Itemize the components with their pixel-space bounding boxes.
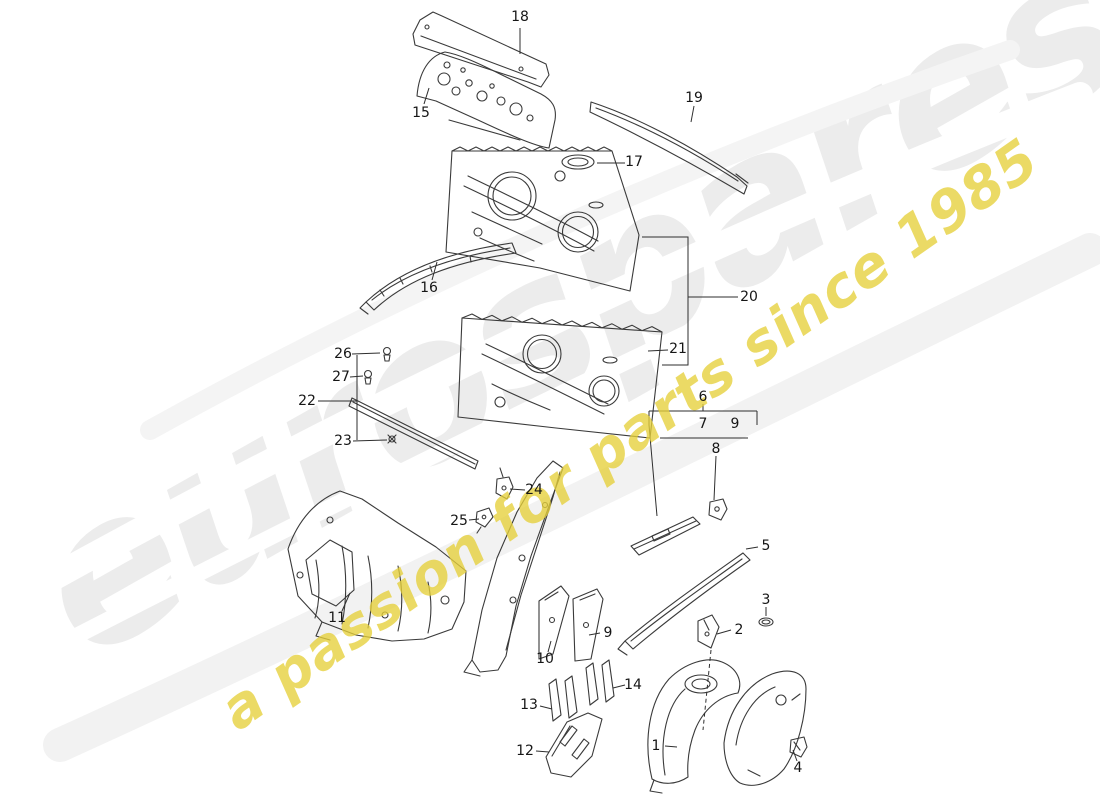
callout-1: 1 <box>651 738 661 754</box>
callout-7: 7 <box>698 416 708 432</box>
part-19-side-blade <box>589 101 749 195</box>
callout-27: 27 <box>332 369 350 385</box>
callout-4: 4 <box>793 760 803 776</box>
callout-24: 24 <box>525 482 543 498</box>
floor-pan-upper <box>445 146 640 292</box>
callout-26: 26 <box>334 346 352 362</box>
swoosh-curve <box>43 233 1100 762</box>
callout-3: 3 <box>761 592 771 608</box>
part-16-front-rail <box>359 242 517 315</box>
part-11-side-member <box>287 490 467 642</box>
callout-8: 8 <box>711 441 721 457</box>
part-27-bolt <box>363 369 373 385</box>
callout-25: 25 <box>450 513 468 529</box>
part-10-pillar-strip <box>538 585 570 660</box>
part-1-wheel-housing <box>647 659 807 794</box>
part-12-panel <box>545 712 603 778</box>
callout-19: 19 <box>685 90 703 106</box>
part-6-7-sill-piece <box>630 516 701 556</box>
swoosh-highlight-2 <box>12 142 1093 673</box>
part-4-clip <box>789 736 808 758</box>
part-17-grommet <box>561 154 595 170</box>
callout-6: 6 <box>698 389 708 405</box>
part-14-strips <box>585 659 615 706</box>
callout-9-lower: 9 <box>603 625 613 641</box>
part-23-clip <box>387 434 397 444</box>
callout-23: 23 <box>334 433 352 449</box>
callout-22: 22 <box>298 393 316 409</box>
part-18-upper-rail <box>412 11 550 88</box>
part-8-clip <box>708 498 728 521</box>
callout-14: 14 <box>624 677 642 693</box>
callout-12: 12 <box>516 743 534 759</box>
callout-2: 2 <box>734 622 744 638</box>
part-15-inner-panel <box>416 51 556 149</box>
leader-lines <box>318 28 798 762</box>
part-25-bracket <box>475 507 494 534</box>
parts-lineart <box>287 11 808 794</box>
callout-15: 15 <box>412 105 430 121</box>
part-9-pillar-strip <box>572 588 604 662</box>
callout-11: 11 <box>328 610 346 626</box>
part-2-bracket <box>697 614 720 649</box>
callout-10: 10 <box>536 651 554 667</box>
callout-20: 20 <box>740 289 758 305</box>
part-3-grommet <box>758 617 774 627</box>
swoosh-curve-2 <box>140 40 1020 440</box>
callout-5: 5 <box>761 538 771 554</box>
callout-16: 16 <box>420 280 438 296</box>
part-5-quarter-rail <box>617 552 751 656</box>
swoosh-highlight <box>27 82 1093 598</box>
callout-13: 13 <box>520 697 538 713</box>
floor-pan-lower <box>457 313 663 439</box>
part-22-sill-strip <box>348 397 479 470</box>
part-center-pillar <box>463 460 564 677</box>
callout-18: 18 <box>511 9 529 25</box>
callout-17: 17 <box>625 154 643 170</box>
callout-9-upper: 9 <box>730 416 740 432</box>
part-26-bolt <box>382 346 392 362</box>
part-24-bracket <box>495 467 514 500</box>
callout-21: 21 <box>669 341 687 357</box>
